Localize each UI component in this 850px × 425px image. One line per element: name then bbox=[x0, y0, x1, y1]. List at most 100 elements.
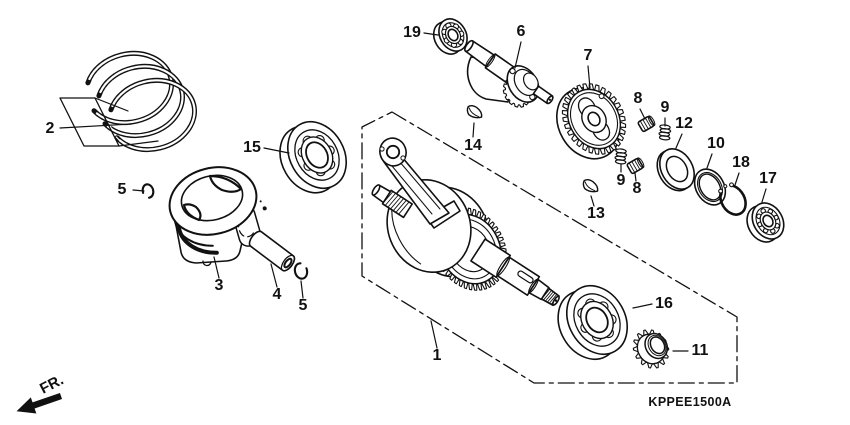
leader-line-15 bbox=[263, 147, 290, 154]
part-11-gear-shape bbox=[649, 336, 666, 355]
callout-14: 14 bbox=[464, 137, 482, 154]
part-5-pin-clip bbox=[293, 262, 309, 280]
fr-indicator-shape bbox=[16, 392, 63, 414]
fr-arrow-icon bbox=[16, 392, 63, 414]
part-18-snap-ring-shape bbox=[719, 184, 747, 216]
thread-hatch bbox=[541, 288, 551, 300]
leader-line-3 bbox=[213, 256, 220, 279]
part-19-ball-bearing-shape bbox=[447, 28, 459, 42]
part-3-piston bbox=[168, 166, 268, 267]
part-8-dowel-pin-shape bbox=[642, 119, 649, 130]
callout-13: 13 bbox=[587, 205, 605, 222]
crank-front-stub-shape bbox=[371, 184, 381, 196]
part-4-piston-pin-shape bbox=[280, 254, 296, 272]
callout-8: 8 bbox=[634, 90, 643, 107]
part-18-snap-ring-shape bbox=[718, 188, 724, 194]
part-7-gear-shape bbox=[587, 111, 601, 127]
callout-8: 8 bbox=[633, 180, 642, 197]
second-ring-shape bbox=[94, 63, 186, 139]
diagram-code: KPPEE1500A bbox=[648, 395, 731, 409]
part-12-washer bbox=[656, 148, 695, 192]
part-17-ball-bearing-shape bbox=[762, 214, 774, 228]
part-8-dowel-pin-shape bbox=[645, 117, 652, 128]
part-15-ball-bearing bbox=[279, 121, 348, 194]
part-4-piston-pin-shape bbox=[283, 257, 293, 269]
part-13-woodruff-key bbox=[582, 178, 599, 193]
callout-16: 16 bbox=[655, 295, 673, 312]
callout-9: 9 bbox=[617, 172, 626, 189]
leader-line-6 bbox=[514, 41, 522, 69]
balancer-flange-shape bbox=[522, 72, 539, 91]
part-8-dowel-pin-shape bbox=[636, 157, 645, 169]
thread-hatch bbox=[393, 198, 404, 211]
part-10-washer bbox=[693, 168, 727, 206]
top-ring-shape bbox=[85, 52, 173, 124]
callout-5: 5 bbox=[299, 297, 308, 314]
part-16-ball-bearing bbox=[557, 285, 628, 360]
part-17-ball-bearing-shape bbox=[756, 208, 780, 234]
leader-line-10 bbox=[706, 153, 713, 169]
leader-line-18 bbox=[734, 172, 740, 186]
part-9-spring bbox=[658, 124, 672, 141]
callout-2: 2 bbox=[46, 120, 55, 137]
ring-set-leader-lines bbox=[94, 97, 159, 147]
crank-front-stub-shape bbox=[382, 191, 410, 215]
part-14-woodruff-key-shape bbox=[466, 104, 483, 119]
crank-front-stub-shape bbox=[381, 189, 414, 219]
callout-7: 7 bbox=[584, 47, 593, 64]
second-ring-shape bbox=[96, 65, 184, 137]
crank-output-shaft-shape bbox=[554, 299, 558, 302]
spring-coil bbox=[658, 135, 671, 141]
part-10-washer-shape bbox=[696, 171, 724, 203]
leader-line-8 bbox=[639, 108, 646, 120]
part-8-dowel-pin-shape bbox=[634, 159, 641, 170]
callout-3: 3 bbox=[215, 277, 224, 294]
balancer-front-stub-shape bbox=[464, 39, 474, 53]
part-7-gear bbox=[556, 83, 627, 160]
part-18-snap-ring-shape bbox=[723, 184, 728, 189]
leader-line-16 bbox=[632, 303, 653, 309]
part-13-woodruff-key-shape bbox=[582, 178, 599, 193]
crank-front-stub bbox=[371, 184, 414, 219]
balancer-flange bbox=[506, 65, 540, 103]
part-5-pin-clip bbox=[141, 183, 155, 199]
leader-line-4 bbox=[270, 263, 278, 288]
part-7-gear-shape bbox=[598, 93, 605, 100]
callout-5: 5 bbox=[118, 181, 127, 198]
leader-line-19 bbox=[423, 32, 439, 36]
annotation-line bbox=[94, 97, 129, 112]
crank-output-shaft-shape bbox=[470, 238, 512, 279]
part-15-ball-bearing-shape bbox=[294, 129, 340, 181]
valve-relief bbox=[182, 203, 202, 222]
balancer-flange-shape bbox=[509, 67, 516, 75]
part-8-dowel-pin bbox=[626, 157, 645, 175]
part-5-pin-clip-shape bbox=[141, 183, 155, 199]
part-3-piston-shape bbox=[202, 260, 212, 267]
callout-19: 19 bbox=[403, 24, 421, 41]
part-16-ball-bearing-shape bbox=[585, 306, 609, 334]
thread-hatch bbox=[382, 191, 394, 204]
part-15-ball-bearing-shape bbox=[305, 141, 329, 169]
callout-11: 11 bbox=[692, 342, 709, 359]
part-10-washer-shape bbox=[698, 173, 722, 201]
leader-line-17 bbox=[761, 188, 767, 203]
thread-hatch bbox=[546, 292, 556, 303]
crankshaft-group-outline bbox=[361, 111, 738, 384]
leader-line-5 bbox=[300, 280, 304, 299]
connecting-rod-shape bbox=[391, 165, 433, 215]
connecting-rod-shape bbox=[400, 155, 406, 161]
connecting-rod-shape bbox=[385, 144, 401, 160]
part-12-washer-shape bbox=[665, 155, 689, 183]
balancer-front-stub-shape bbox=[485, 54, 496, 68]
thread-hatch bbox=[385, 193, 396, 206]
part-5-pin-clip-shape bbox=[293, 262, 309, 280]
balancer-rear-tip-shape bbox=[548, 98, 552, 101]
part-1-crankshaft-assembly bbox=[371, 137, 560, 307]
leader-line-5 bbox=[132, 189, 145, 192]
part-8-dowel-pin-shape bbox=[639, 120, 647, 131]
part-18-snap-ring bbox=[718, 182, 747, 216]
crank-output-shaft-shape bbox=[496, 256, 511, 277]
part-8-dowel-pin bbox=[637, 115, 656, 133]
